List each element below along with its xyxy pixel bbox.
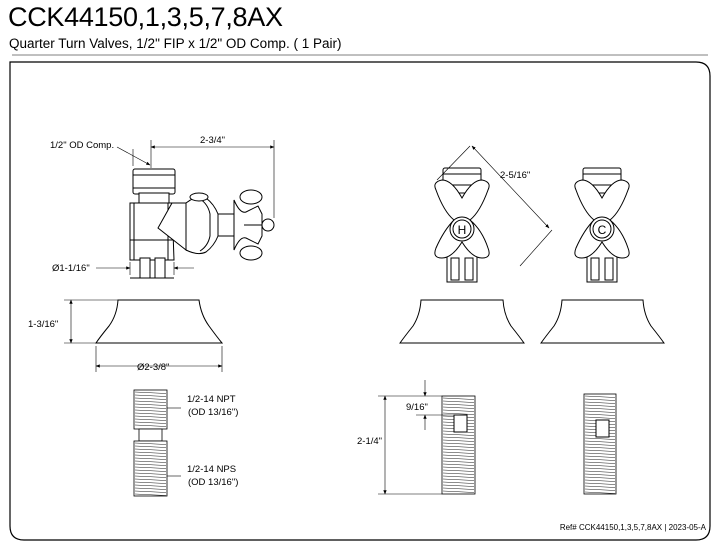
reference-number: Ref# CCK44150,1,3,5,7,8AX | 2023-05-A [559, 523, 706, 532]
dim-nipple-top-label: 9/16" [406, 402, 428, 413]
thread-nipple-cold [583, 393, 617, 495]
dim-length-label: 2-3/4" [200, 135, 225, 146]
dim-body-dia-label: Ø1-1/16" [52, 263, 90, 274]
side-view-dimensions [96, 140, 275, 275]
flange-left [95, 299, 224, 344]
dim-handle-span-label: 2-5/16" [500, 170, 530, 181]
dim-flange-dia-label: Ø2-3/8" [137, 362, 169, 373]
thread-npt-line2: (OD 13/16") [188, 407, 238, 418]
dim-outlet-label: 1/2" OD Comp. [50, 140, 114, 151]
flange-hot [399, 299, 525, 344]
valve-front-cold [574, 167, 630, 283]
thread-nps-line1: 1/2-14 NPS [187, 464, 236, 475]
cold-indicator: C [598, 223, 607, 237]
valve-side-view [129, 168, 275, 279]
dim-flange-height-label: 1-3/16" [28, 319, 58, 330]
page-subtitle: Quarter Turn Valves, 1/2" FIP x 1/2" OD … [9, 36, 342, 51]
drawing-frame [9, 61, 711, 541]
thread-nps-line2: (OD 13/16") [188, 477, 238, 488]
flange-cold [540, 299, 665, 344]
page-title: CCK44150,1,3,5,7,8AX [8, 2, 283, 32]
thread-npt-line1: 1/2-14 NPT [187, 394, 236, 405]
thread-nipple-side [133, 389, 168, 497]
thread-nipple-hot [441, 395, 476, 495]
hot-indicator: H [458, 223, 467, 237]
dim-nipple-length-label: 2-1/4" [357, 436, 382, 447]
